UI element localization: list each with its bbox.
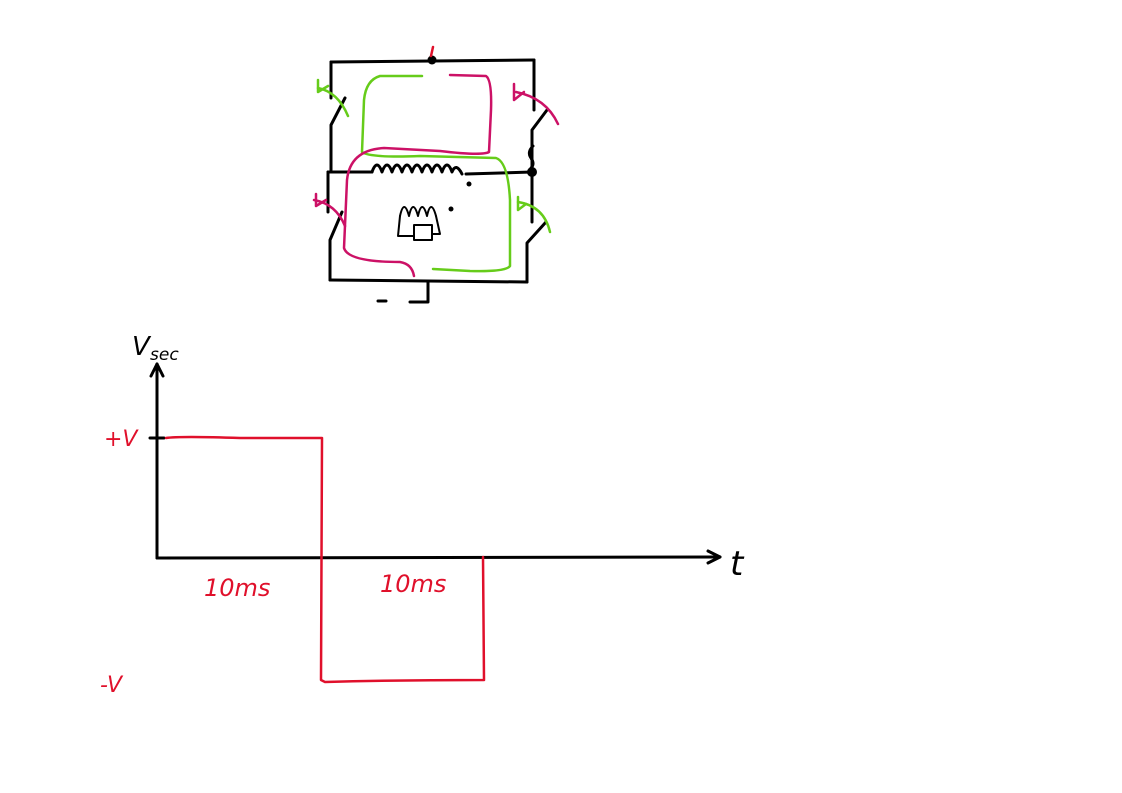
magenta-current-path <box>342 73 493 278</box>
magenta-upper-right-arrow <box>514 90 560 126</box>
green-current-path <box>360 74 512 273</box>
y-axis-label-subscript: sec <box>150 345 179 365</box>
top-terminal-sign: + <box>430 46 431 49</box>
bottom-terminal-lead <box>408 280 430 304</box>
secondary-winding <box>399 206 437 217</box>
switch-label: S <box>528 159 529 161</box>
y-axis-label: V <box>132 332 152 362</box>
level-high-label: +V <box>104 427 139 452</box>
switch-s-mark <box>527 144 535 170</box>
magenta-arrowhead-right <box>512 82 526 102</box>
green-arrowhead-left <box>316 78 330 94</box>
inductor-coil <box>370 163 464 176</box>
x-axis-line <box>155 555 722 560</box>
secondary-polarity-dot <box>448 206 454 212</box>
top-terminal-mark <box>429 45 435 58</box>
top-junction-dot <box>427 55 437 65</box>
green-lower-right-arrow <box>516 200 552 234</box>
load-wire <box>326 170 534 176</box>
green-arrowhead-right <box>516 195 528 212</box>
x-axis-arrowhead <box>706 549 722 565</box>
y-axis-arrowhead <box>149 362 165 378</box>
x-axis-label: t <box>730 544 745 584</box>
secondary-right-lead <box>431 215 441 235</box>
left-upper-switch <box>329 96 347 172</box>
interval-2-label: 10ms <box>380 570 446 598</box>
square-wave-trace <box>164 435 486 684</box>
inductor-polarity-dot <box>466 181 472 187</box>
interval-1-label: 10ms <box>204 574 270 602</box>
right-lower-switch <box>525 220 548 284</box>
magenta-arrowhead-left <box>314 192 328 208</box>
load-resistor <box>413 224 433 241</box>
h-bridge-circuit <box>312 45 560 304</box>
secondary-left-lead <box>397 215 415 237</box>
level-low-label: -V <box>100 673 124 698</box>
left-lower-switch <box>328 210 344 282</box>
magenta-lower-left-arrow <box>312 198 347 228</box>
voltage-waveform-graph: V sec t +V -V 10ms 10ms <box>100 332 745 698</box>
